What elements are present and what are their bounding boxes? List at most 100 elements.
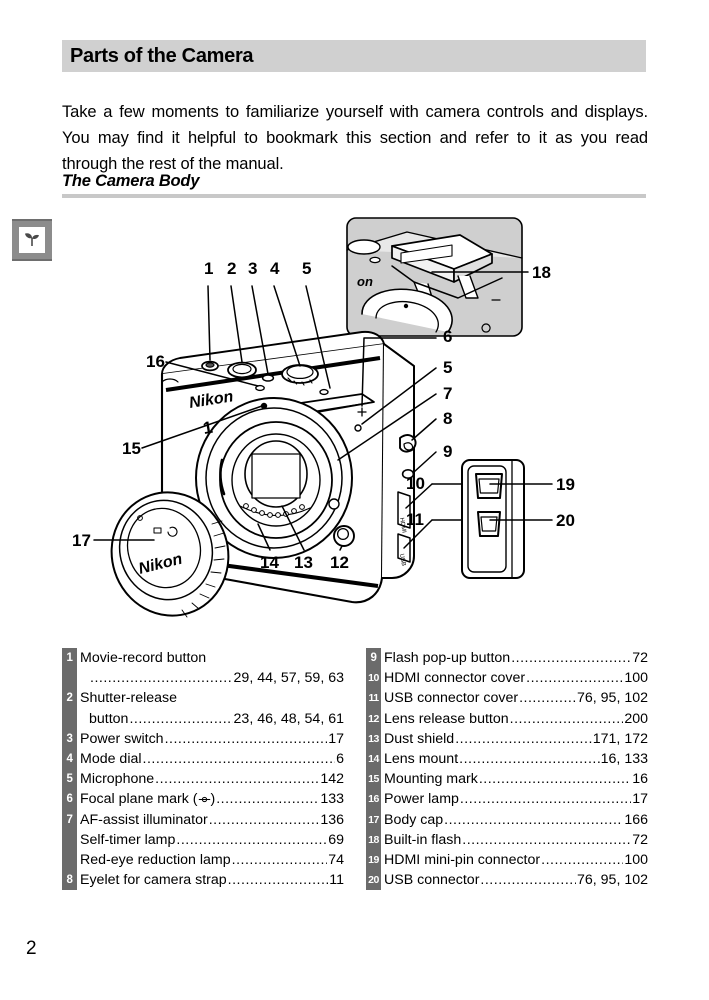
parts-legend-leader: ........................................… xyxy=(155,771,320,788)
callout-18: 18 xyxy=(532,263,551,282)
parts-legend-text: Power lamp .............................… xyxy=(381,789,648,809)
parts-legend-page-ref: 142 xyxy=(320,771,344,788)
parts-legend-label: button xyxy=(89,710,129,727)
seedling-icon xyxy=(25,233,39,246)
parts-legend-label: HDMI mini-pin connector xyxy=(384,852,541,869)
parts-legend-text: Dust shield ............................… xyxy=(381,729,648,749)
chapter-heading-bar: Parts of the Camera xyxy=(62,40,646,72)
body-cap xyxy=(110,491,230,618)
callout-13: 13 xyxy=(294,553,313,572)
parts-legend-page-ref: 72 xyxy=(632,831,648,848)
parts-legend-page-ref: 23, 46, 48, 54, 61 xyxy=(233,710,344,727)
parts-legend-label: AF-assist illuminator xyxy=(80,811,208,828)
parts-legend-label: USB connector cover xyxy=(384,690,519,707)
chapter-tab-icon-box xyxy=(19,227,45,253)
parts-legend-page-ref: 133 xyxy=(320,791,344,808)
callout-15: 15 xyxy=(122,439,141,458)
svg-text:USB: USB xyxy=(398,553,406,566)
callout-3: 3 xyxy=(248,259,257,278)
parts-legend-badge xyxy=(62,708,77,729)
camera-body-figure: on xyxy=(62,206,648,626)
parts-legend-text: Microphone .............................… xyxy=(77,769,344,789)
parts-legend-label: Red-eye reduction lamp xyxy=(80,852,231,869)
parts-legend-text: HDMI connector cover ...................… xyxy=(381,668,648,688)
camera-model-text: 1 xyxy=(202,418,214,438)
parts-legend-page-ref: 69 xyxy=(328,831,344,848)
parts-legend-leader: ........................................… xyxy=(462,831,632,848)
parts-legend-page-ref: 136 xyxy=(320,811,344,828)
parts-legend-text: Lens release button ....................… xyxy=(381,709,648,729)
parts-legend-text: Power switch ...........................… xyxy=(77,729,344,749)
chapter-side-tab xyxy=(12,219,52,261)
parts-legend-badge: 20 xyxy=(366,870,381,891)
parts-legend-text: Self-timer lamp ........................… xyxy=(77,830,344,850)
parts-legend-badge: 13 xyxy=(366,728,381,750)
parts-legend-leader: ........................................… xyxy=(459,751,600,768)
parts-legend-leader: ........................................… xyxy=(526,670,624,687)
parts-legend-badge: 14 xyxy=(366,749,381,770)
parts-legend-badge: 8 xyxy=(62,870,77,891)
intro-paragraph: Take a few moments to familiarize yourse… xyxy=(62,102,648,173)
subheading-rule xyxy=(62,194,646,198)
parts-legend-leader: ........................................… xyxy=(142,751,336,768)
parts-legend-label: USB connector xyxy=(384,872,480,889)
parts-legend-text: HDMI mini-pin connector ................… xyxy=(381,850,648,870)
parts-legend-page-ref: 17 xyxy=(328,730,344,747)
parts-legend-badge: 5 xyxy=(62,769,77,790)
flash-inset-panel xyxy=(346,217,523,337)
parts-legend-badge xyxy=(62,850,77,871)
callout-6: 6 xyxy=(443,327,452,346)
parts-legend-page-ref: 16 xyxy=(632,771,648,788)
parts-legend-badge: 2 xyxy=(62,688,77,709)
parts-legend-page-ref: 76, 95, 102 xyxy=(577,872,648,889)
parts-legend-badge: 10 xyxy=(366,668,381,689)
parts-legend-leader: ........................................… xyxy=(541,852,623,869)
callout-4: 4 xyxy=(270,259,280,278)
callout-19: 19 xyxy=(556,475,575,494)
parts-legend-leader: ........................................… xyxy=(478,771,631,788)
parts-legend-text: ........................................… xyxy=(77,668,344,688)
parts-legend-row: Self-timer lamp ........................… xyxy=(62,829,344,851)
parts-legend-text: Body cap ...............................… xyxy=(381,810,648,830)
parts-legend-label: Focal plane mark () xyxy=(80,791,216,808)
parts-legend-leader: ........................................… xyxy=(90,670,233,687)
parts-legend-text: AF-assist illuminator ..................… xyxy=(77,810,344,830)
parts-legend-text: Eyelet for camera strap ................… xyxy=(77,870,344,890)
parts-legend-label: Mounting mark xyxy=(384,771,478,788)
parts-legend-text: USB connector ..........................… xyxy=(381,870,648,890)
subheading-label: The Camera Body xyxy=(62,172,200,190)
inset-brand-text: on xyxy=(357,274,373,289)
parts-legend-badge: 11 xyxy=(366,688,381,709)
parts-legend-page-ref: 76, 95, 102 xyxy=(577,690,648,707)
parts-legend-text: USB connector cover ....................… xyxy=(381,688,648,708)
callout-numbers: 1 2 3 4 5 6 5 7 8 9 10 11 12 13 14 15 16… xyxy=(72,259,575,572)
callout-14: 14 xyxy=(260,553,279,572)
section-subheading: The Camera Body xyxy=(62,172,646,198)
callout-17: 17 xyxy=(72,531,91,550)
camera-brand-text: Nikon xyxy=(188,388,235,412)
parts-legend-leader: ........................................… xyxy=(176,831,328,848)
callout-7: 7 xyxy=(443,384,452,403)
parts-legend-label: Eyelet for camera strap xyxy=(80,872,227,889)
callout-12: 12 xyxy=(330,553,349,572)
parts-legend-badge: 9 xyxy=(366,648,381,669)
focal-plane-mark-icon: () xyxy=(188,791,216,808)
callout-9: 9 xyxy=(443,442,452,461)
parts-legend-page-ref: 100 xyxy=(624,852,648,869)
parts-legend-page-ref: 16, 133 xyxy=(600,751,648,768)
callout-5-top: 5 xyxy=(302,259,311,278)
callout-2: 2 xyxy=(227,259,236,278)
parts-legend-badge: 12 xyxy=(366,708,381,729)
parts-legend-row: button .................................… xyxy=(62,708,344,729)
callout-1: 1 xyxy=(204,259,213,278)
